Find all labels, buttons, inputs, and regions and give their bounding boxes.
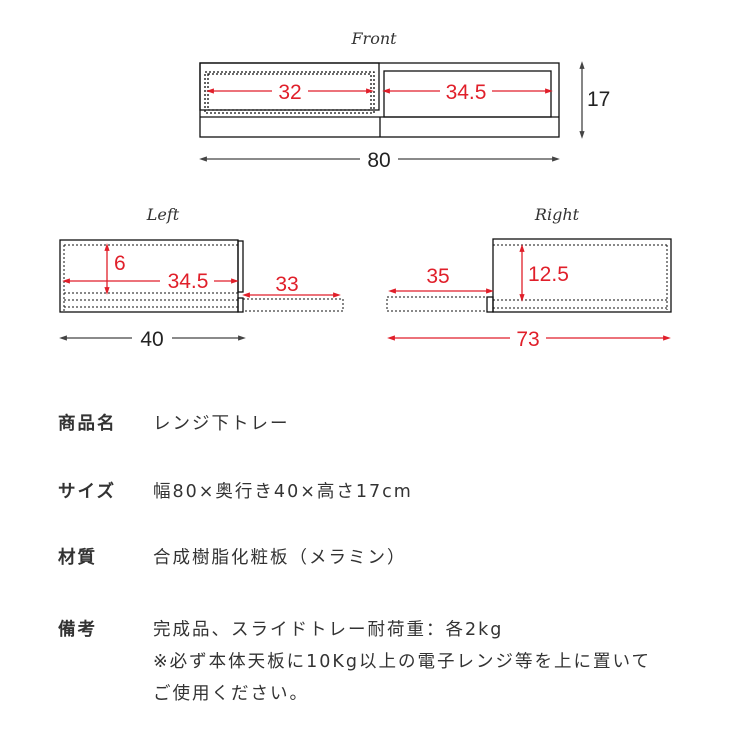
- spec-label: 備考: [58, 620, 97, 640]
- spec-note: ご使用ください。: [153, 684, 309, 704]
- right-view-title: Right: [534, 205, 580, 224]
- right-body: [492, 238, 672, 313]
- front-height-label: 17: [587, 88, 610, 111]
- spec-value: 合成樹脂化粧板（メラミン）: [153, 548, 407, 568]
- right-tray-extension-label: 35: [426, 265, 449, 288]
- left-inner-depth-label: 34.5: [168, 270, 209, 293]
- spec-value: 幅80×奥行き40×高さ17cm: [153, 482, 413, 502]
- front-view: Front 32 34.5 17 80: [199, 29, 610, 172]
- left-body: [59, 239, 239, 313]
- spec-note: ※必ず本体天板に10Kg以上の電子レンジ等を上に置いて: [153, 652, 651, 672]
- right-tray-extended: [386, 296, 488, 312]
- right-extended-depth-label: 73: [516, 328, 539, 351]
- left-inner-height-label: 6: [114, 252, 126, 275]
- front-view-title: Front: [350, 29, 397, 48]
- right-view: Right 35 12.5 73: [386, 205, 672, 351]
- left-view: Left 6 34.5 33 40: [59, 205, 344, 351]
- dimension-diagram: Front 32 34.5 17 80 Left 6 34.5: [59, 29, 672, 351]
- left-drawer-inner: [204, 71, 375, 114]
- spec-value: 完成品、スライドトレー耐荷重：各2kg: [153, 620, 504, 640]
- left-tray-extension-label: 33: [275, 273, 298, 296]
- spec-value: レンジ下トレー: [153, 414, 290, 434]
- front-total-width-label: 80: [367, 149, 390, 172]
- front-right-width-label: 34.5: [446, 81, 487, 104]
- spec-label: サイズ: [58, 482, 116, 502]
- front-left-width-label: 32: [278, 81, 301, 104]
- left-depth-label: 40: [140, 328, 163, 351]
- left-view-title: Left: [146, 205, 180, 224]
- right-inner-height-label: 12.5: [528, 263, 569, 286]
- spec-label: 商品名: [58, 414, 117, 434]
- spec-label: 材質: [58, 548, 97, 568]
- left-tray-extended: [242, 298, 344, 312]
- right-drawer: [383, 70, 552, 118]
